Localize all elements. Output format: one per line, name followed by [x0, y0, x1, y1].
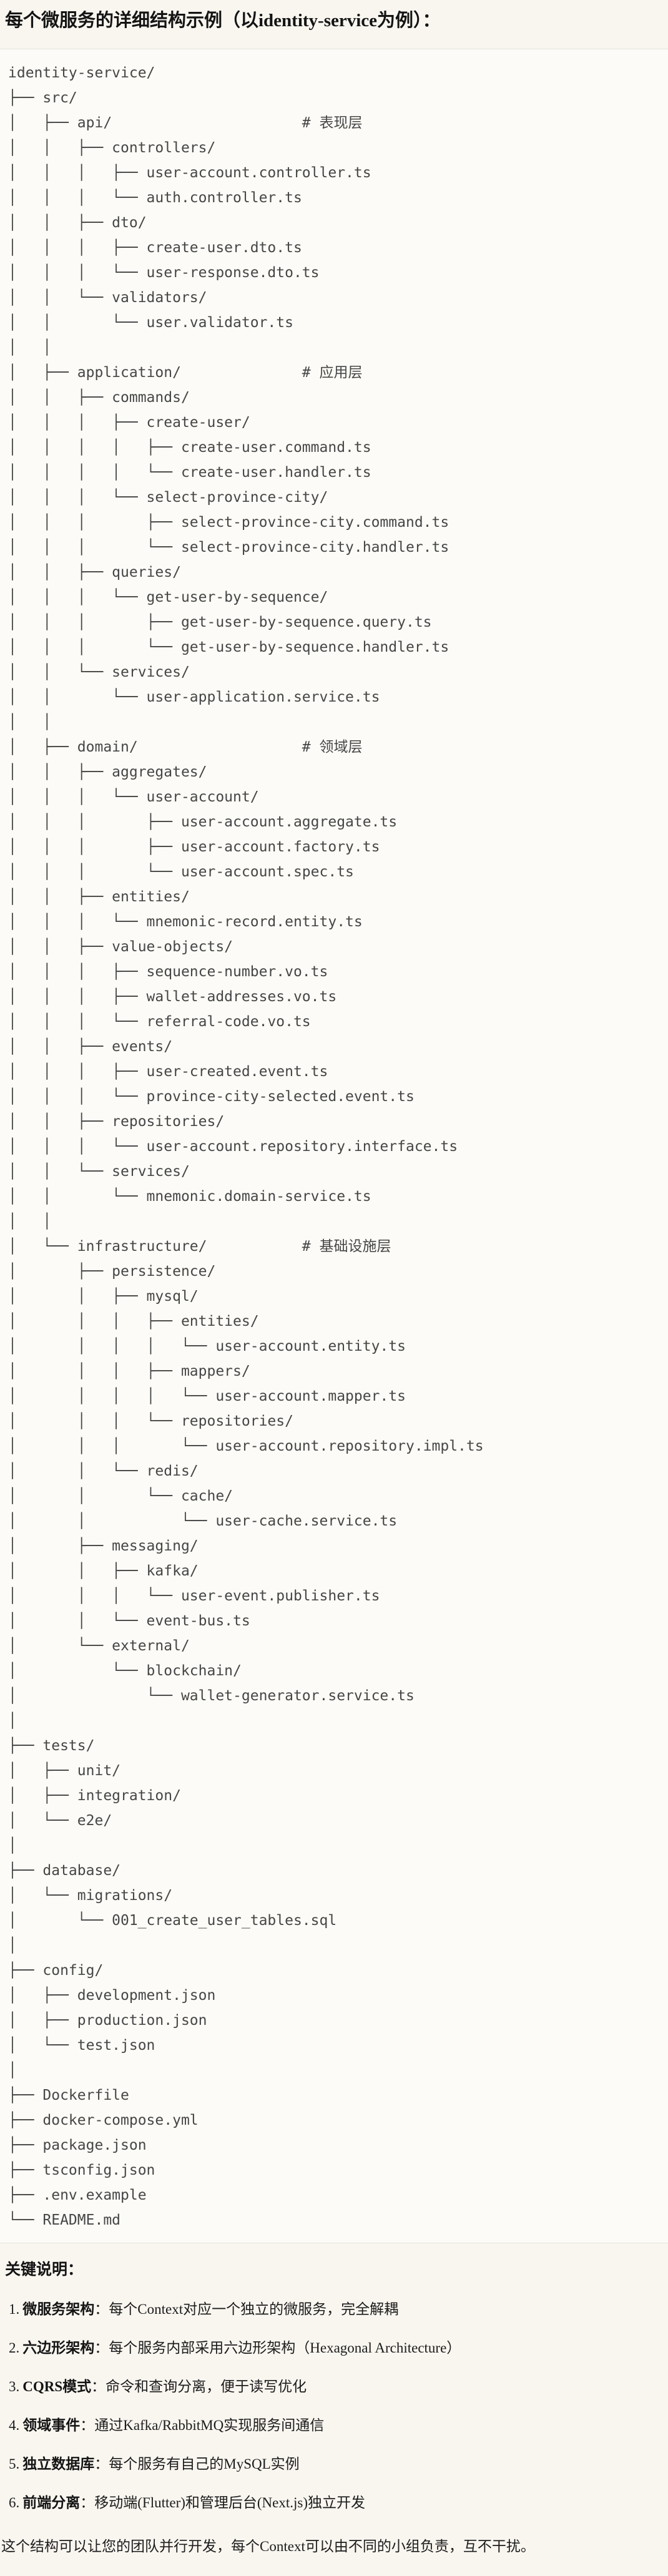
note-term: 微服务架构	[22, 2301, 95, 2317]
note-text: ：命令和查询分离，便于读写优化	[91, 2379, 307, 2394]
note-number: 5.	[9, 2456, 20, 2472]
note-number: 6.	[9, 2495, 20, 2510]
note-text: ：每个Context对应一个独立的微服务，完全解耦	[94, 2301, 399, 2317]
note-number: 1.	[9, 2301, 20, 2317]
note-term: CQRS模式	[22, 2379, 92, 2394]
note-term: 六边形架构	[22, 2340, 95, 2356]
directory-tree: identity-service/ ├── src/ │ ├── api/ # …	[0, 49, 668, 2243]
note-number: 2.	[9, 2340, 20, 2356]
note-text: ：每个服务有自己的MySQL实例	[94, 2456, 300, 2472]
note-item-cqrs: 3.CQRS模式：命令和查询分离，便于读写优化	[9, 2376, 668, 2397]
notes-list: 1.微服务架构：每个Context对应一个独立的微服务，完全解耦 2.六边形架构…	[0, 2299, 668, 2514]
note-item-microservices: 1.微服务架构：每个Context对应一个独立的微服务，完全解耦	[9, 2299, 668, 2320]
note-term: 领域事件	[22, 2417, 81, 2433]
note-item-frontend: 6.前端分离：移动端(Flutter)和管理后台(Next.js)独立开发	[9, 2492, 668, 2514]
note-text: ：通过Kafka/RabbitMQ实现服务间通信	[80, 2417, 325, 2433]
note-item-domain-events: 4.领域事件：通过Kafka/RabbitMQ实现服务间通信	[9, 2415, 668, 2436]
key-notes-section: 关键说明： 1.微服务架构：每个Context对应一个独立的微服务，完全解耦 2…	[0, 2243, 668, 2576]
page-title: 每个微服务的详细结构示例（以identity-service为例）：	[5, 11, 441, 31]
notes-heading: 关键说明：	[5, 2261, 84, 2278]
note-text: ：移动端(Flutter)和管理后台(Next.js)独立开发	[80, 2495, 366, 2510]
note-item-hexagonal: 2.六边形架构：每个服务内部采用六边形架构（Hexagonal Architec…	[9, 2338, 668, 2359]
note-term: 前端分离	[22, 2495, 81, 2510]
note-number: 4.	[9, 2417, 20, 2433]
note-item-database: 5.独立数据库：每个服务有自己的MySQL实例	[9, 2454, 668, 2475]
closing-note: 这个结构可以让您的团队并行开发，每个Context可以由不同的小组负责，互不干扰…	[1, 2539, 535, 2554]
note-text: ：每个服务内部采用六边形架构（Hexagonal Architecture）	[94, 2340, 461, 2356]
note-term: 独立数据库	[22, 2456, 95, 2472]
note-number: 3.	[9, 2379, 20, 2394]
